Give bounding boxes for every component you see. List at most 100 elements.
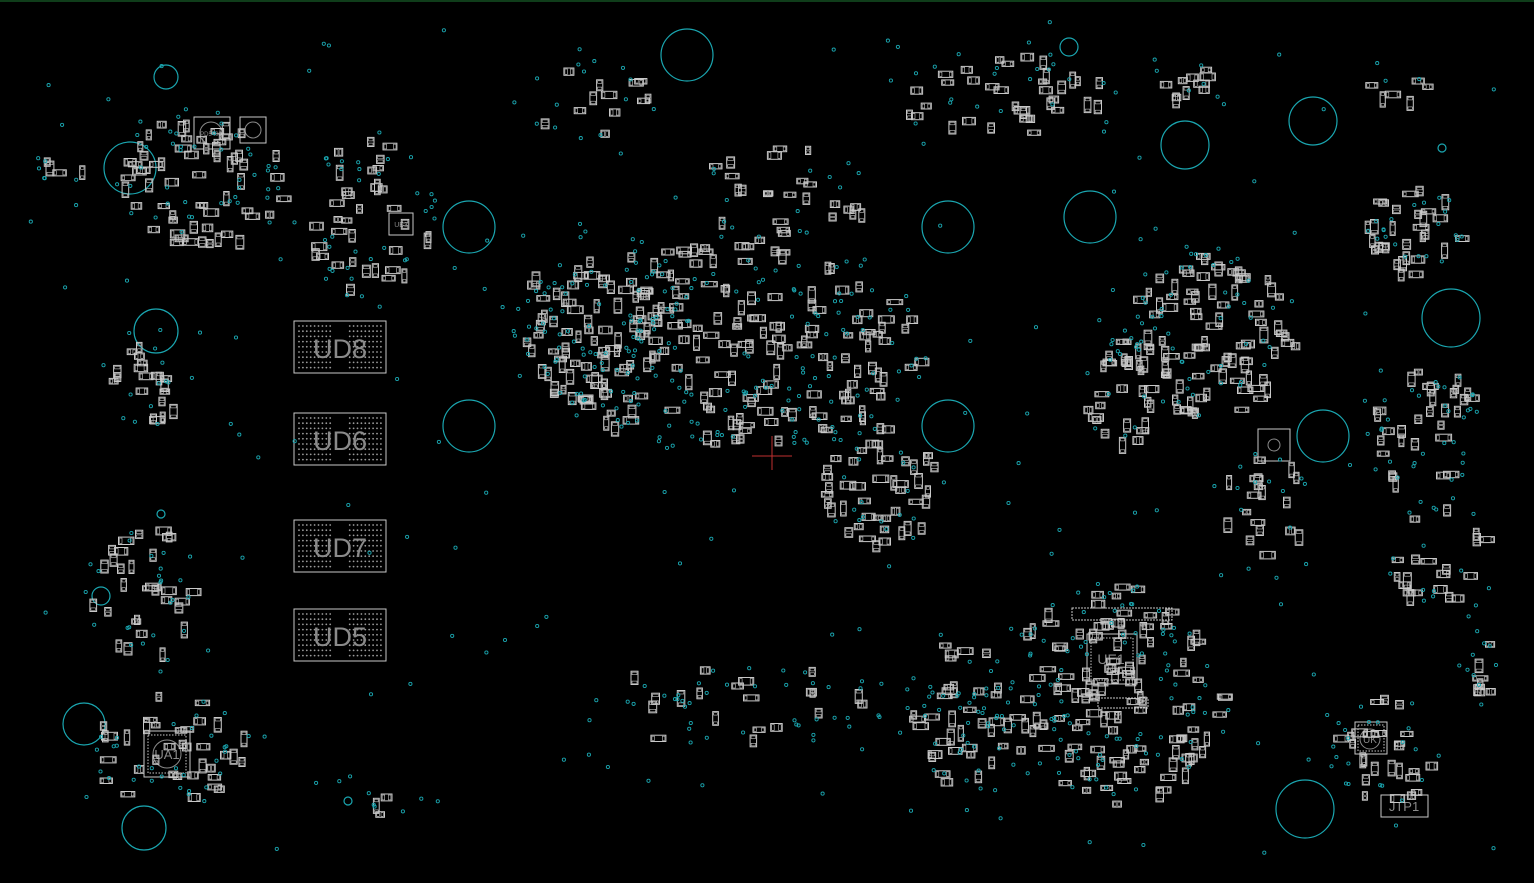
smd-component[interactable]	[830, 455, 842, 463]
smd-component[interactable]	[807, 299, 817, 312]
smd-component[interactable]	[135, 629, 148, 638]
smd-component[interactable]	[213, 785, 225, 793]
smd-component[interactable]	[890, 506, 901, 516]
smd-component[interactable]	[623, 394, 633, 403]
smd-component[interactable]	[1283, 496, 1291, 509]
smd-component[interactable]	[737, 257, 753, 265]
smd-component[interactable]	[177, 121, 187, 137]
smd-component[interactable]	[613, 297, 623, 314]
smd-component[interactable]	[1178, 265, 1194, 274]
smd-component[interactable]	[985, 83, 1000, 91]
smd-component[interactable]	[1091, 599, 1106, 609]
smd-component[interactable]	[600, 388, 609, 401]
smd-component[interactable]	[1370, 761, 1379, 776]
smd-component[interactable]	[155, 526, 172, 536]
smd-component[interactable]	[1402, 572, 1412, 590]
smd-component[interactable]	[818, 424, 828, 433]
smd-component[interactable]	[1134, 706, 1147, 714]
smd-component[interactable]	[1143, 329, 1153, 345]
smd-component[interactable]	[133, 765, 145, 774]
smd-component[interactable]	[1400, 730, 1414, 738]
smd-component[interactable]	[1108, 726, 1119, 735]
smd-component[interactable]	[104, 607, 112, 617]
smd-component[interactable]	[1398, 434, 1405, 448]
smd-component[interactable]	[552, 287, 561, 301]
smd-component[interactable]	[1414, 414, 1423, 424]
smd-component[interactable]	[643, 357, 652, 373]
smd-component[interactable]	[598, 325, 613, 335]
smd-component[interactable]	[1259, 550, 1276, 560]
smd-component[interactable]	[1410, 789, 1423, 796]
smd-component[interactable]	[376, 154, 385, 164]
smd-component[interactable]	[1237, 386, 1254, 394]
smd-component[interactable]	[1135, 343, 1142, 360]
smd-component[interactable]	[610, 421, 620, 437]
smd-component[interactable]	[101, 731, 118, 741]
smd-component[interactable]	[99, 721, 108, 731]
smd-component[interactable]	[195, 202, 205, 209]
smd-component[interactable]	[695, 356, 710, 364]
smd-component[interactable]	[710, 440, 721, 448]
smd-component[interactable]	[747, 291, 756, 306]
smd-component[interactable]	[749, 734, 758, 748]
smd-component[interactable]	[808, 666, 816, 677]
smd-component[interactable]	[714, 371, 731, 378]
smd-component[interactable]	[1392, 204, 1401, 215]
smd-component[interactable]	[537, 364, 547, 379]
smd-component[interactable]	[1223, 352, 1232, 363]
smd-component[interactable]	[937, 70, 954, 78]
smd-component[interactable]	[1125, 661, 1134, 676]
smd-component[interactable]	[742, 394, 759, 402]
smd-component[interactable]	[1093, 99, 1102, 115]
smd-component[interactable]	[1432, 214, 1449, 223]
smd-component[interactable]	[1436, 471, 1451, 480]
smd-component[interactable]	[895, 486, 906, 494]
smd-component[interactable]	[988, 756, 996, 770]
smd-component[interactable]	[901, 323, 910, 334]
smd-component[interactable]	[536, 295, 551, 302]
smd-component[interactable]	[708, 388, 723, 398]
smd-component[interactable]	[787, 407, 797, 422]
smd-component[interactable]	[1039, 666, 1057, 673]
smd-component[interactable]	[382, 142, 398, 151]
smd-component[interactable]	[1055, 684, 1072, 692]
smd-component[interactable]	[1396, 762, 1403, 780]
smd-component[interactable]	[1058, 673, 1075, 680]
smd-component[interactable]	[1199, 72, 1216, 82]
smd-component[interactable]	[1117, 778, 1132, 784]
smd-component[interactable]	[661, 248, 675, 256]
smd-component[interactable]	[1408, 270, 1424, 279]
smd-component[interactable]	[147, 225, 161, 234]
smd-component[interactable]	[1379, 91, 1386, 108]
smd-component[interactable]	[1172, 394, 1179, 406]
smd-component[interactable]	[648, 700, 658, 714]
smd-component[interactable]	[903, 520, 912, 536]
smd-component[interactable]	[829, 200, 841, 209]
smd-component[interactable]	[1271, 346, 1279, 359]
smd-component[interactable]	[238, 757, 246, 767]
smd-component[interactable]	[1425, 761, 1439, 771]
smd-component[interactable]	[156, 120, 167, 129]
smd-component[interactable]	[1402, 589, 1416, 597]
smd-component[interactable]	[1218, 693, 1233, 701]
smd-component[interactable]	[1245, 370, 1253, 386]
smd-component[interactable]	[531, 271, 541, 288]
smd-component[interactable]	[1091, 590, 1104, 599]
smd-component[interactable]	[1422, 382, 1439, 390]
smd-component[interactable]	[763, 380, 779, 389]
smd-component[interactable]	[948, 710, 956, 728]
smd-component[interactable]	[806, 331, 818, 339]
smd-component[interactable]	[634, 392, 649, 400]
smd-component[interactable]	[1149, 310, 1161, 319]
smd-component[interactable]	[858, 535, 876, 543]
smd-component[interactable]	[1087, 413, 1105, 422]
smd-component[interactable]	[703, 331, 720, 339]
smd-component[interactable]	[767, 293, 783, 302]
smd-component[interactable]	[923, 452, 930, 466]
smd-component[interactable]	[700, 281, 718, 288]
smd-component[interactable]	[196, 135, 207, 144]
smd-component[interactable]	[136, 359, 148, 367]
smd-component[interactable]	[226, 156, 234, 173]
smd-component[interactable]	[997, 742, 1009, 750]
smd-component[interactable]	[135, 529, 144, 539]
